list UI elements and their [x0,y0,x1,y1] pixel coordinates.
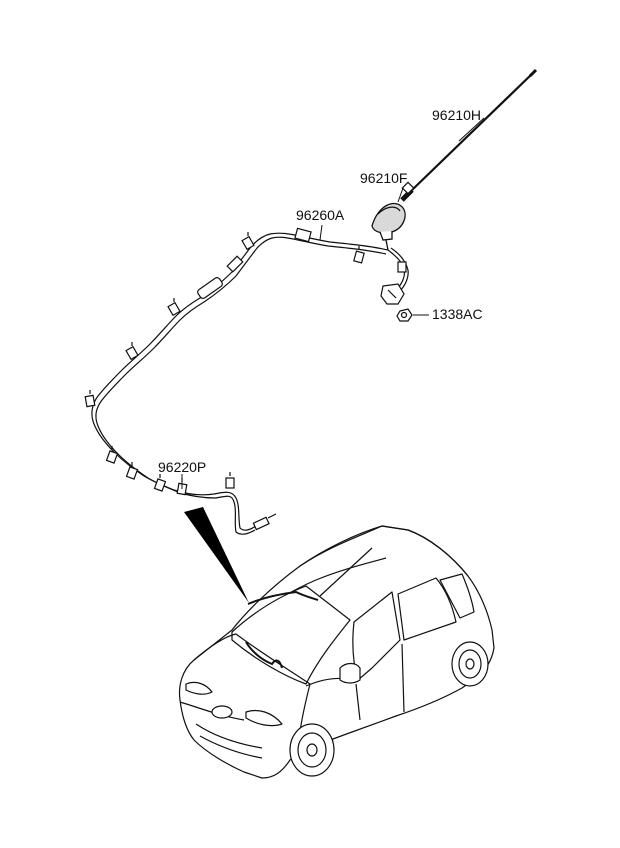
cable-clip [397,261,407,273]
nut [396,308,413,322]
part-label-96220p: 96220P [158,459,207,475]
cable-clip [105,446,119,464]
cable-clip [125,462,139,480]
antenna-rod [400,68,538,202]
antenna-base [371,202,406,251]
cable-clip [225,472,235,489]
part-label-96260a: 96260A [296,207,345,223]
cable-clip [241,232,255,251]
part-label-96210f: 96210F [360,170,408,186]
feeder-cable [91,227,409,535]
part-label-1338ac: 1338AC [432,306,483,322]
antenna-bracket [380,283,405,305]
leader-line-96210f [397,187,404,203]
cable-clip [167,298,181,317]
cable-clip [353,246,365,264]
part-label-96210h: 96210H [432,107,482,123]
vehicle-outline [178,525,495,779]
cable-clip [153,474,167,492]
cable-clips [84,232,407,496]
cable-clip [84,390,96,408]
vehicle-antenna-routing [245,547,373,669]
leader-line-96260a [319,224,323,241]
location-pointer [184,507,249,603]
cable-clip [125,342,139,361]
leader-line-96210h [458,117,485,142]
